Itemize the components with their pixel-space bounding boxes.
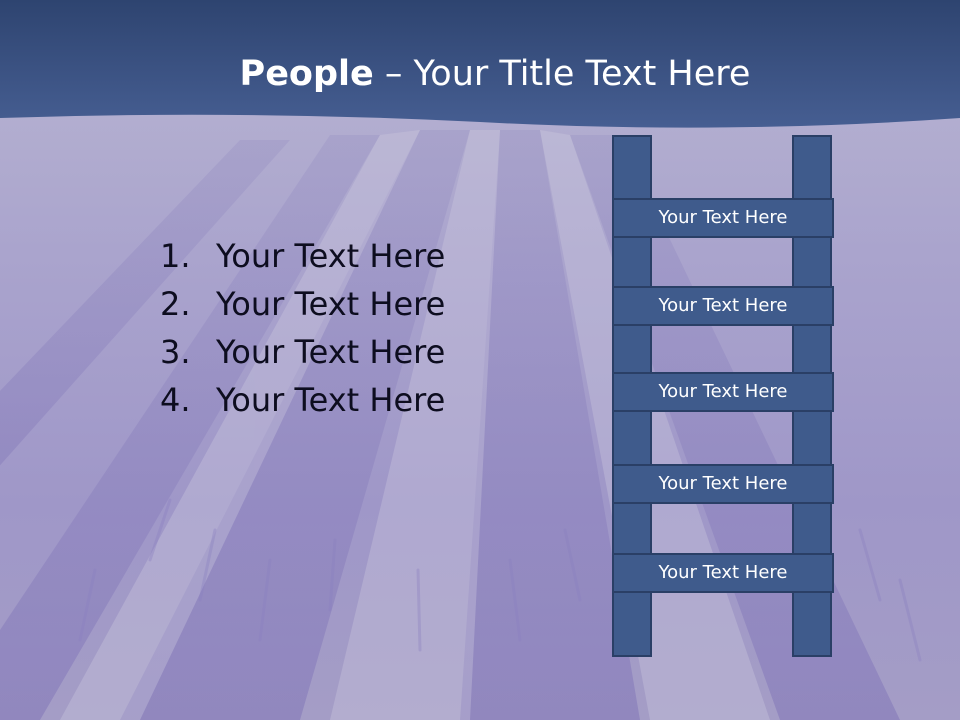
list-number: 2. [160, 285, 191, 323]
list-item: 3. Your Text Here [160, 328, 445, 376]
ladder-rung: Your Text Here [612, 286, 834, 326]
list-item: 4. Your Text Here [160, 376, 445, 424]
list-item: 2. Your Text Here [160, 280, 445, 328]
list-number: 3. [160, 333, 191, 371]
title-bold: People [239, 54, 374, 94]
list-text: Your Text Here [216, 381, 446, 419]
title-rest: Your Title Text Here [413, 54, 751, 94]
ladder-rung: Your Text Here [612, 464, 834, 504]
numbered-list: 1. Your Text Here 2. Your Text Here 3. Your… [160, 232, 445, 424]
list-item: 1. Your Text Here [160, 232, 445, 280]
ladder-rung: Your Text Here [612, 372, 834, 412]
ladder-rung: Your Text Here [612, 553, 834, 593]
list-text: Your Text Here [216, 333, 446, 371]
list-number: 4. [160, 381, 191, 419]
ladder-rung: Your Text Here [612, 198, 834, 238]
list-number: 1. [160, 237, 191, 275]
title-dash: – [373, 54, 414, 94]
list-text: Your Text Here [216, 285, 446, 323]
list-text: Your Text Here [216, 237, 446, 275]
slide-title: People – Your Title Text Here [0, 52, 960, 96]
